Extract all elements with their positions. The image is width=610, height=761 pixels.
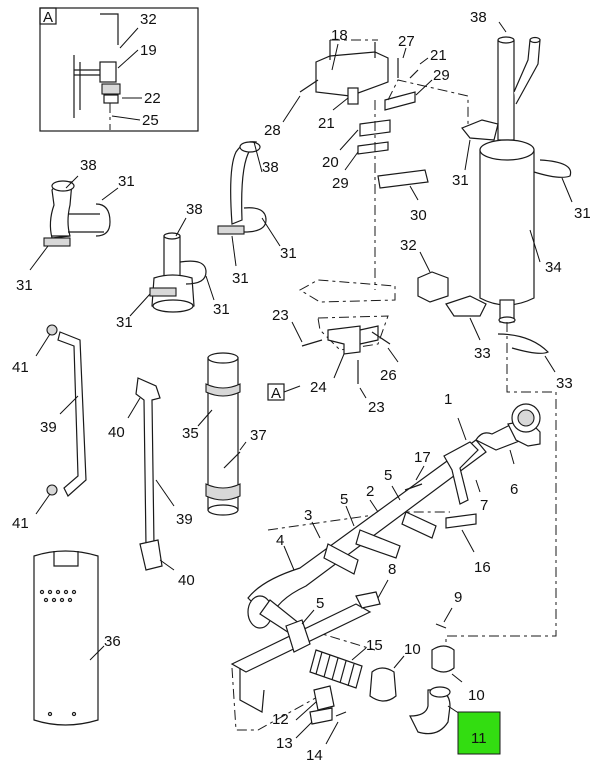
callout-38-left: 38	[80, 157, 97, 174]
callout-31-straight-right: 31	[213, 301, 230, 318]
callout-38-straight: 38	[186, 201, 203, 218]
callout-32-bracket: 32	[400, 237, 417, 254]
callout-22: 22	[144, 90, 161, 107]
highlight-box-11[interactable]	[457, 711, 501, 755]
clamp-10-upper	[431, 645, 455, 673]
callout-28: 28	[264, 122, 281, 139]
callout-5-middle: 5	[340, 491, 348, 508]
callout-5-right: 5	[384, 467, 392, 484]
heat-shield-36	[33, 550, 99, 726]
callout-29-top: 29	[433, 67, 450, 84]
callout-41-upper: 41	[12, 359, 29, 376]
flex-pipe-15	[309, 649, 363, 689]
callout-38-elbow: 38	[262, 159, 279, 176]
callout-31-left-top: 31	[118, 173, 135, 190]
detail-a-box: A	[39, 7, 199, 132]
mounting-bracket-18	[315, 39, 389, 105]
callout-41-lower: 41	[12, 515, 29, 532]
callout-31-muffler-left: 31	[452, 172, 469, 189]
callout-21-left: 21	[318, 115, 335, 132]
callout-25: 25	[142, 112, 159, 129]
callout-27: 27	[398, 33, 415, 50]
callout-39-handle: 39	[40, 419, 57, 436]
elbow-pipe-11	[409, 686, 451, 735]
callout-37: 37	[250, 427, 267, 444]
callout-23-lower: 23	[368, 399, 385, 416]
detail-box-letter: A	[43, 9, 53, 26]
muffler-34	[479, 36, 541, 324]
callout-12: 12	[272, 711, 289, 728]
callout-1: 1	[444, 391, 452, 408]
callout-4: 4	[276, 532, 284, 549]
callout-18: 18	[331, 27, 348, 44]
callout-14: 14	[306, 747, 323, 761]
stack-pipe-38-center-straight	[149, 232, 207, 313]
support-bar-40	[135, 377, 163, 571]
callout-17: 17	[414, 449, 431, 466]
stack-pipe-38-center-elbow	[217, 141, 267, 235]
callout-24: 24	[310, 379, 327, 396]
callout-26: 26	[380, 367, 397, 384]
grab-handle-39	[57, 331, 87, 497]
stack-pipe-38-left	[43, 180, 111, 247]
callout-31-elbow-left: 31	[232, 270, 249, 287]
callout-30: 30	[410, 207, 427, 224]
callout-31-left-bottom: 31	[16, 277, 33, 294]
callout-29-lower: 29	[332, 175, 349, 192]
callout-38-muffler: 38	[470, 9, 487, 26]
heat-shield-35	[205, 352, 241, 516]
callout-36: 36	[104, 633, 121, 650]
callout-40-upper: 40	[108, 424, 125, 441]
callout-23-upper: 23	[272, 307, 289, 324]
callout-33-upper: 33	[474, 345, 491, 362]
callout-31-elbow-right: 31	[280, 245, 297, 262]
callout-31-straight-left: 31	[116, 314, 133, 331]
callout-33-lower: 33	[556, 375, 573, 392]
callout-16: 16	[474, 559, 491, 576]
callout-39-bar: 39	[176, 511, 193, 528]
callout-15: 15	[366, 637, 383, 654]
callout-32: 32	[140, 11, 157, 28]
clamp-10-lower	[369, 667, 397, 702]
callout-20: 20	[322, 154, 339, 171]
callout-35: 35	[182, 425, 199, 442]
callout-40-lower: 40	[178, 572, 195, 589]
detail-callout-letter: A	[271, 385, 281, 402]
callout-6: 6	[510, 481, 518, 498]
callout-2: 2	[366, 483, 374, 500]
callout-13: 13	[276, 735, 293, 752]
callout-10-left: 10	[404, 641, 421, 658]
callout-8: 8	[388, 561, 396, 578]
callout-31-muffler-right: 31	[574, 205, 591, 222]
clamp-5-lower	[285, 619, 311, 653]
callout-21-right: 21	[430, 47, 447, 64]
callout-5-lower: 5	[316, 595, 324, 612]
callout-9: 9	[454, 589, 462, 606]
callout-10-right: 10	[468, 687, 485, 704]
callout-11: 11	[471, 730, 487, 747]
callout-7: 7	[480, 497, 488, 514]
callout-19: 19	[140, 42, 157, 59]
callout-3: 3	[304, 507, 312, 524]
callout-34: 34	[545, 259, 562, 276]
